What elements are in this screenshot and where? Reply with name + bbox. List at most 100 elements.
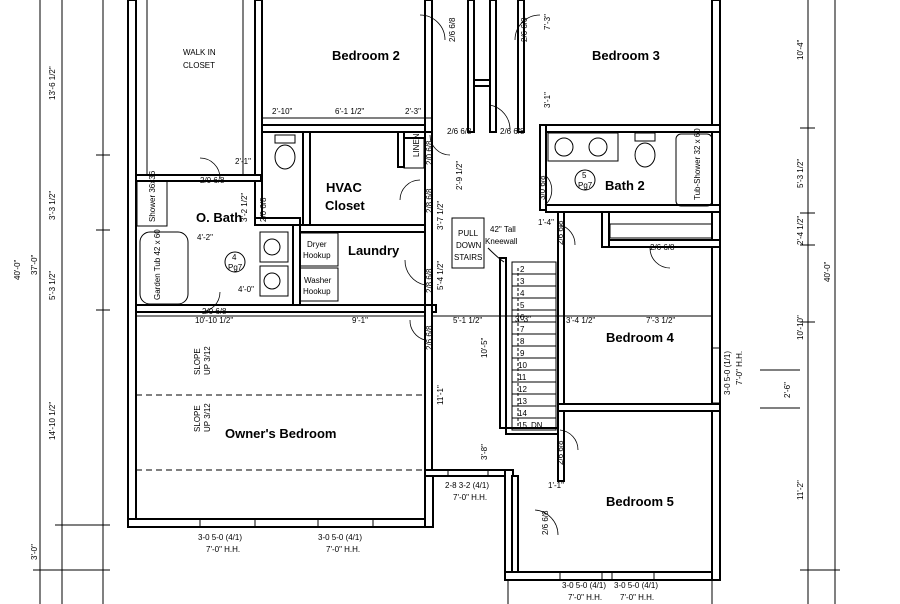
bedroom-3-label: Bedroom 3: [592, 48, 660, 63]
door-label: 2/0 6/8: [259, 197, 268, 222]
door-label: 2/6 6/8: [447, 127, 472, 136]
shower-label: Shower 36x36: [148, 170, 157, 222]
dim-label: 37'-0": [30, 254, 39, 275]
hvac-label-2: Closet: [325, 198, 365, 213]
door-label: 2/8 6/8: [425, 188, 434, 213]
dim-label: 7'-3 1/2": [646, 316, 675, 325]
dim-label: 10'-4": [796, 39, 805, 60]
dim-label: 3'-0": [30, 544, 39, 560]
stair-step-12: 12: [518, 385, 527, 394]
left-dimension-lines: [33, 0, 110, 604]
dim-label: 40'-0": [823, 261, 832, 282]
dim-label: 2'-6": [783, 382, 792, 398]
windows: [199, 347, 721, 581]
walk-in-closet-label-2: CLOSET: [183, 61, 215, 70]
dim-label: 40'-0": [13, 259, 22, 280]
door-label: 2/8 6/8: [425, 268, 434, 293]
slope-label-2b: UP 3/12: [203, 403, 212, 432]
interior-walls: [135, 0, 721, 573]
window-head-label: 7'-0" H.H.: [326, 545, 360, 554]
door-label: 2/0 6/8: [425, 140, 434, 165]
owners-bedroom-label: Owner's Bedroom: [225, 426, 336, 441]
tub-shower-icon: [675, 133, 713, 207]
window-head-label: 7'-0" H.H.: [206, 545, 240, 554]
dryer-hookup-box: [299, 232, 339, 267]
tag-5-page: Pg7: [578, 181, 593, 190]
stair-step-9: 9: [520, 349, 525, 358]
window-head-label: 7'-0" H.H.: [735, 351, 744, 385]
tag-5-number: 5: [582, 171, 587, 180]
stair-step-10: 10: [518, 361, 527, 370]
dim-label: 2'-4 1/2": [796, 216, 805, 245]
linen-closet-box: [403, 137, 425, 169]
window-size-label: 3-0 5-0 (4/1): [614, 581, 658, 590]
dim-label: 7'-3": [543, 14, 552, 30]
sink-icon: [259, 231, 289, 297]
bedroom-4-label: Bedroom 4: [606, 330, 675, 345]
door-label: 2/0 6/8: [202, 307, 227, 316]
sink-icon: [547, 132, 619, 162]
stair-step-13: 13: [518, 397, 527, 406]
dim-label: 10'-10 1/2": [195, 316, 233, 325]
window-size-label: 3-0 5-0 (4/1): [318, 533, 362, 542]
slope-label-1b: UP 3/12: [203, 346, 212, 375]
dim-label: 13'-6 1/2": [48, 66, 57, 100]
pull-down-label-3: STAIRS: [454, 253, 482, 262]
door-label: 2/6 6/8: [448, 17, 457, 42]
hvac-label-1: HVAC: [326, 180, 362, 195]
stair-step-4: 4: [520, 289, 525, 298]
dim-label: 10'-10": [796, 315, 805, 340]
pull-down-label-2: DOWN: [456, 241, 482, 250]
window-size-label: 3-0 5-0 (4/1): [198, 533, 242, 542]
kneewall-label-1: 42" Tall: [490, 225, 516, 234]
staircase: 2 3 4 5 6 7 8 9 10 11 12 13 14 15 DN: [511, 261, 557, 431]
window-head-label: 7'-0" H.H.: [620, 593, 654, 602]
tag-4-number: 4: [232, 253, 237, 262]
door-label: 2/6 6/8: [520, 17, 529, 42]
stair-step-5: 5: [520, 301, 525, 310]
washer-hookup-box: [299, 267, 339, 302]
kneewall-leader: [487, 247, 505, 263]
fixtures: [136, 132, 713, 471]
dim-label: 5'-1 1/2": [453, 316, 482, 325]
dim-label: 3'-3": [515, 315, 531, 324]
laundry-label: Laundry: [348, 243, 400, 258]
dim-label: 5'-3 1/2": [48, 271, 57, 300]
dim-label: 5'-3 1/2": [796, 159, 805, 188]
door-label: 2/6 6/8: [500, 127, 525, 136]
stair-step-11: 11: [518, 373, 527, 382]
dim-label: 2'-3": [405, 107, 421, 116]
window-size-label: 3-0 5-0 (4/1): [562, 581, 606, 590]
washer-label-1: Washer: [304, 276, 332, 285]
window-head-label: 7'-0" H.H.: [453, 493, 487, 502]
kneewall-label-2: Kneewall: [485, 237, 518, 246]
dim-label: 2'-1": [235, 157, 251, 166]
bedroom-2-label: Bedroom 2: [332, 48, 400, 63]
door-label: 2/6 6/8: [425, 325, 434, 350]
stair-dn-label: DN: [531, 421, 543, 430]
dryer-label-2: Hookup: [303, 251, 331, 260]
toilet-icon: [274, 134, 296, 170]
section-tag-icon: 4 Pg7: [224, 251, 246, 273]
window-size-label: 3-0 5-0 (1/1): [723, 351, 732, 395]
dim-label: 3'-8": [480, 444, 489, 460]
dim-label: 3'-1": [543, 92, 552, 108]
right-dimension-lines: [507, 0, 840, 604]
garden-tub-icon: [139, 231, 189, 305]
stair-step-6: 6: [520, 313, 525, 322]
dim-label: 14'-10 1/2": [48, 402, 57, 440]
tag-4-page: Pg7: [228, 263, 243, 272]
dim-label: 3'-3 1/2": [48, 191, 57, 220]
slope-label-2a: SLOPE: [193, 405, 202, 432]
bedroom-5-label: Bedroom 5: [606, 494, 674, 509]
pull-down-stairs-box: [451, 217, 485, 269]
dim-label: 11'-1": [436, 385, 445, 405]
stair-step-2: 2: [520, 265, 525, 274]
dim-label: 1'-1": [548, 481, 564, 490]
dim-label: 4'-2": [197, 233, 213, 242]
bath-2-label: Bath 2: [605, 178, 645, 193]
dim-label: 1'-4": [538, 218, 554, 227]
window-head-label: 7'-0" H.H.: [568, 593, 602, 602]
dim-label: 11'-2": [796, 480, 805, 500]
